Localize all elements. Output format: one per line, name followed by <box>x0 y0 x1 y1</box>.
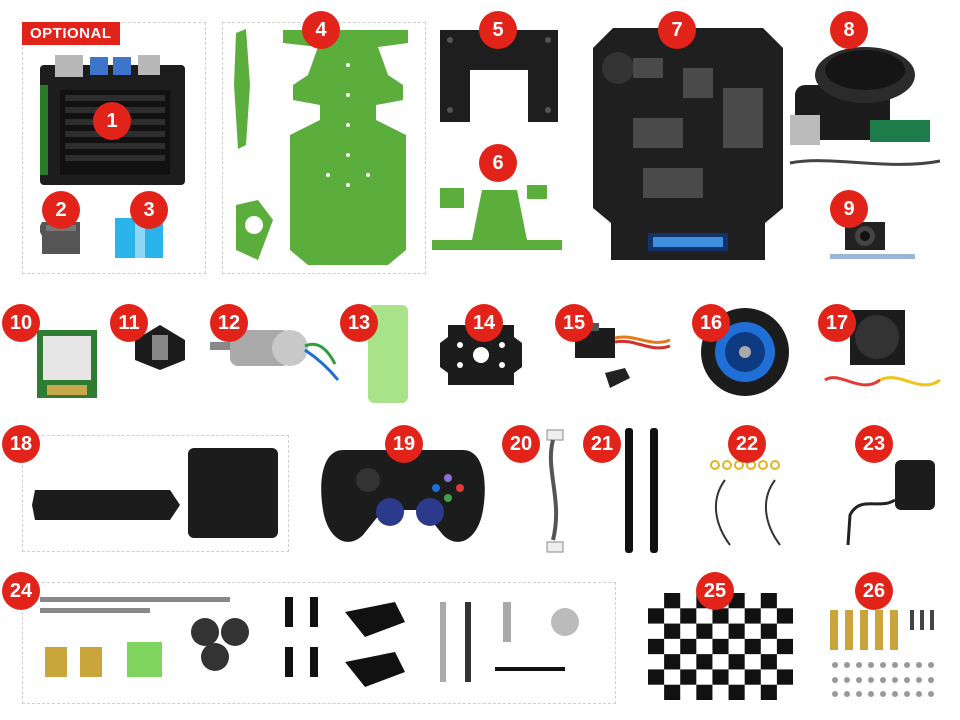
cable-icon <box>546 429 564 553</box>
part-number-8: 8 <box>830 11 868 49</box>
cooling-fan-icon <box>824 310 941 387</box>
part-number-18: 18 <box>2 425 40 463</box>
part-number-26: 26 <box>855 572 893 610</box>
green-chassis-plate-icon <box>234 29 408 265</box>
power-adapter-icon <box>846 460 935 546</box>
antenna-cable-icon <box>710 460 781 546</box>
part-number-2: 2 <box>42 191 80 229</box>
hardware-parts-icon <box>40 597 579 687</box>
part-number-22: 22 <box>728 425 766 463</box>
antenna-icon <box>625 428 658 553</box>
optional-badge: OPTIONAL <box>22 22 120 45</box>
battery-pack-icon <box>368 305 408 403</box>
part-number-5: 5 <box>479 11 517 49</box>
gamepad-icon <box>321 450 485 542</box>
part-number-7: 7 <box>658 11 696 49</box>
motor-bracket-icon <box>135 325 185 370</box>
part-number-19: 19 <box>385 425 423 463</box>
servo-mount-plate-icon <box>440 325 522 385</box>
green-camera-bracket-icon <box>432 185 562 250</box>
part-number-16: 16 <box>692 304 730 342</box>
part-number-12: 12 <box>210 304 248 342</box>
part-number-1: 1 <box>93 102 131 140</box>
wifi-card-icon <box>37 330 97 398</box>
part-number-15: 15 <box>555 304 593 342</box>
part-number-23: 23 <box>855 425 893 463</box>
screws-standoffs-icon <box>830 610 934 697</box>
part-number-24: 24 <box>2 572 40 610</box>
dc-motor-icon <box>210 330 340 381</box>
checkerboard-icon <box>648 593 793 700</box>
part-number-14: 14 <box>465 304 503 342</box>
part-number-21: 21 <box>583 425 621 463</box>
part-number-6: 6 <box>479 144 517 182</box>
part-number-9: 9 <box>830 190 868 228</box>
part-number-3: 3 <box>130 191 168 229</box>
group-frame-18 <box>22 435 289 552</box>
black-mounting-plate-icon <box>440 30 558 122</box>
driver-board-icon <box>593 28 783 260</box>
group-frame-24 <box>22 582 616 704</box>
part-number-11: 11 <box>110 304 148 342</box>
part-number-4: 4 <box>302 11 340 49</box>
black-bumper-and-plate-icon <box>32 448 278 538</box>
part-number-10: 10 <box>2 304 40 342</box>
part-number-20: 20 <box>502 425 540 463</box>
camera-module-icon <box>830 222 915 259</box>
part-number-17: 17 <box>818 304 856 342</box>
part-number-25: 25 <box>696 572 734 610</box>
part-number-13: 13 <box>340 304 378 342</box>
lidar-icon <box>789 47 941 166</box>
